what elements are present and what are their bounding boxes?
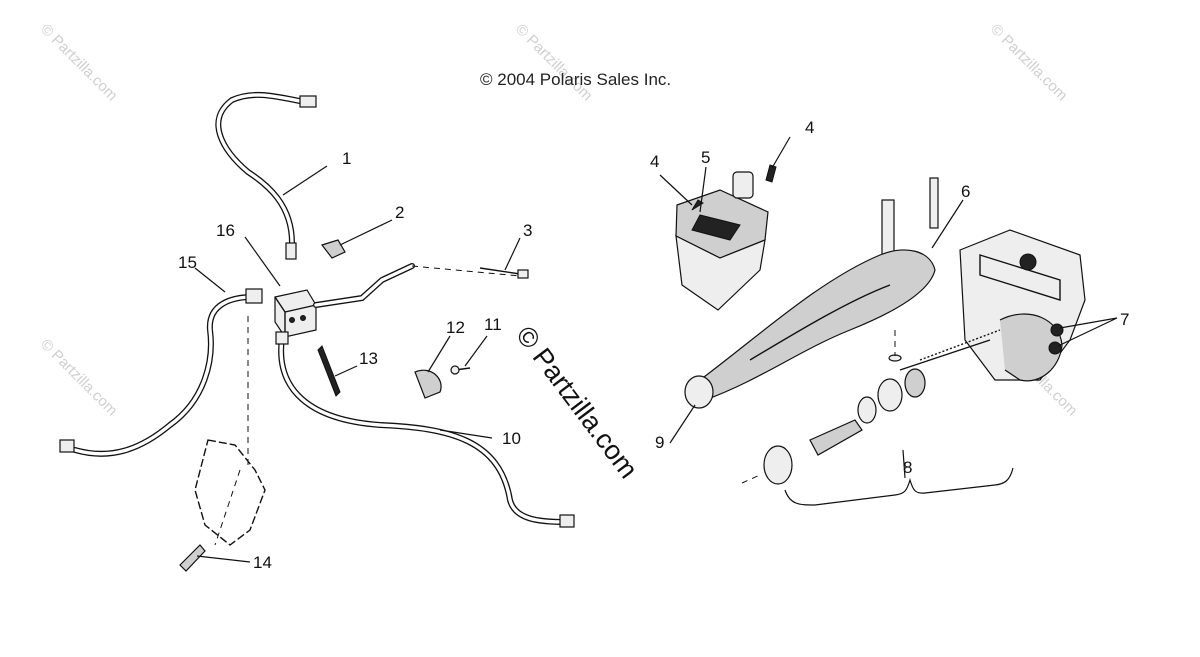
clip-12 [414,369,442,399]
watermark-center: © Partzilla.com [510,321,643,484]
callout-12: 12 [446,318,465,337]
callout-4-right: 4 [805,118,814,137]
dust-boot [809,419,863,456]
brake-lever [699,249,936,401]
boot-cap [763,445,793,485]
hose-15 [72,293,261,457]
left-assembly [59,91,575,572]
callout-6: 6 [961,182,970,201]
junction-block [274,289,317,338]
watermark-top-right: © Partzilla.com [987,21,1070,104]
callout-9: 9 [655,433,664,452]
strap-13 [317,345,341,397]
hose-1-fitting [299,95,317,108]
watermark-mid-left: © Partzilla.com [37,336,120,419]
leader-lines [194,136,1118,563]
watermark-top-left: © Partzilla.com [37,21,120,104]
bleeder-valve [320,239,346,259]
callout-10: 10 [502,429,521,448]
callout-15: 15 [178,253,197,272]
bolt-14 [179,544,206,572]
piston-seal [904,368,926,398]
callout-4-left: 4 [650,152,659,171]
watermark-top-center: © Partzilla.com [512,21,595,104]
callout-3: 3 [523,221,532,240]
callout-2: 2 [395,203,404,222]
reservoir-cap [1019,253,1037,271]
cover-gasket [675,234,766,311]
frame-outline [194,439,266,546]
callout-8: 8 [903,458,912,477]
callout-16: 16 [216,221,235,240]
kit-bracket [784,467,1014,506]
callout-13: 13 [359,349,378,368]
callout-11: 11 [484,315,502,334]
right-assembly [675,164,1086,506]
callout-7: 7 [1120,310,1129,329]
callout-5: 5 [701,148,710,167]
pin-right [929,177,939,229]
clamp-7 [999,313,1063,382]
callout-14: 14 [253,553,272,572]
copyright-notice: © 2004 Polaris Sales Inc. [480,70,672,89]
line-3-fitting [517,269,529,279]
callouts: 1 2 3 4 4 5 6 7 8 9 10 11 12 13 14 15 16 [178,118,1129,572]
callout-1: 1 [342,149,351,168]
sight-cap [732,171,754,199]
